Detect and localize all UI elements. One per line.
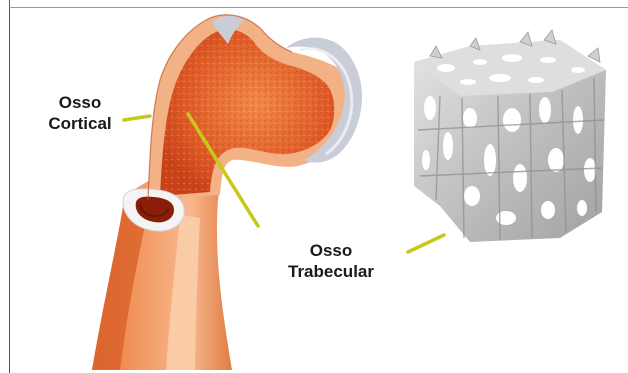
label-osso-cortical: Osso Cortical [36,92,124,134]
label-osso-trabecular: Osso Trabecular [262,240,400,282]
label-cortical-line1: Osso [36,92,124,113]
cortical-pointer-line [124,116,150,120]
label-cortical-line2: Cortical [36,113,124,134]
trabecular-pointer-line [408,235,444,252]
label-trabecular-line1: Osso [262,240,400,261]
trabecular-cube-icon [414,30,606,242]
label-trabecular-line2: Trabecular [262,261,400,282]
femur-illustration-icon [92,15,362,370]
